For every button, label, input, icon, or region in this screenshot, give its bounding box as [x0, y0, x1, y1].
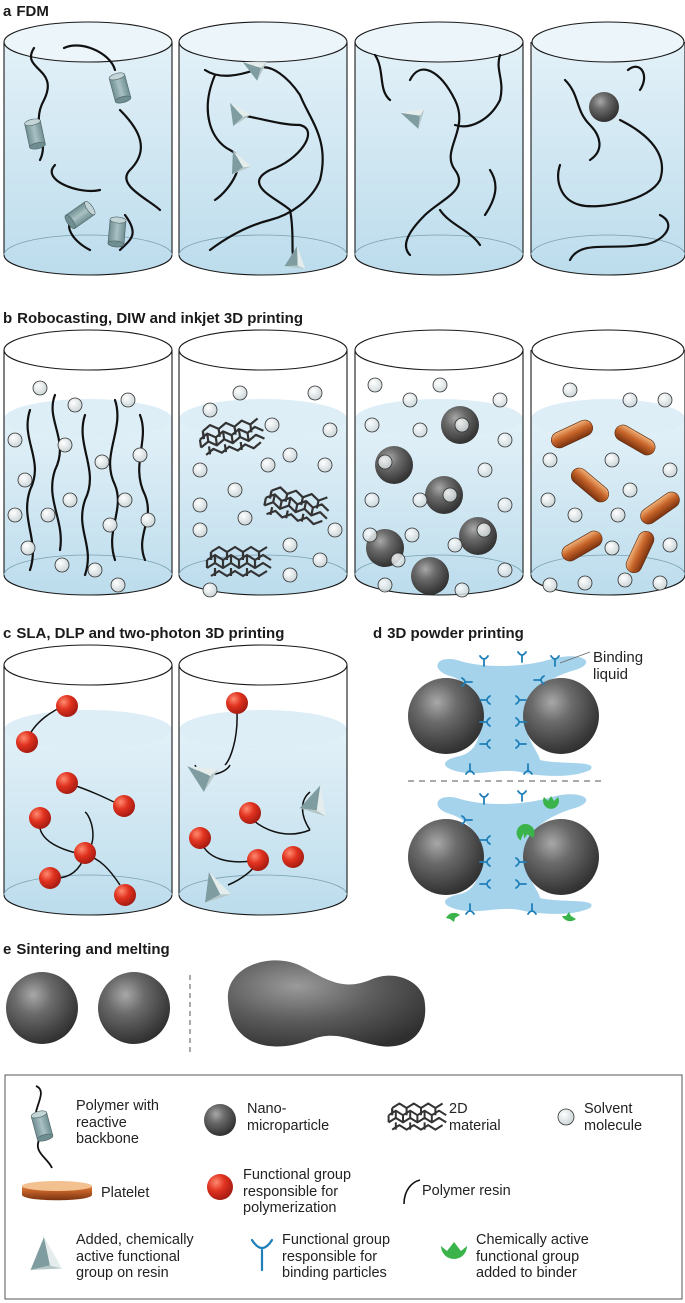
legend-platelet-icon: [22, 1181, 92, 1201]
panel-title: Robocasting, DIW and inkjet 3D printing: [17, 310, 304, 327]
legend-polymer-resin-icon: [403, 1179, 421, 1205]
panel-e-particles: [6, 960, 426, 1055]
legend-polymer-backbone-icon: [30, 1085, 54, 1169]
panel-title: FDM: [16, 3, 49, 20]
panel-title: Sintering and melting: [16, 941, 170, 958]
panel-title: 3D powder printing: [387, 625, 524, 642]
legend-solvent-icon: [557, 1108, 575, 1126]
panel-letter: b: [3, 310, 13, 327]
panel-letter: e: [3, 941, 12, 958]
panel-letter: a: [3, 3, 12, 20]
panel-a-cylinder-4: [530, 21, 685, 276]
legend-2d-material-icon: [384, 1102, 448, 1131]
legend-polymer-resin-text: Polymer resin: [422, 1183, 511, 1199]
panel-b-cylinder-4: [530, 329, 685, 596]
panel-b-cylinder-3: [354, 329, 524, 598]
legend-polymerization-icon: [207, 1174, 233, 1200]
legend-binder-group-icon: [441, 1242, 467, 1259]
panel-a-cylinder-3: [354, 21, 524, 276]
panel-b-cylinder-2: [178, 329, 348, 598]
powder-binding-top: [408, 651, 599, 776]
panel-letter: d: [373, 625, 383, 642]
legend-nanoparticle-text: Nano-microparticle: [247, 1101, 330, 1134]
binding-liquid-label: Binding liquid: [593, 649, 644, 683]
legend-platelet-text: Platelet: [101, 1185, 150, 1201]
panel-letter: c: [3, 625, 12, 642]
panel-c-cylinder-2: [178, 644, 348, 916]
panel-b-cylinder-1: [3, 329, 173, 596]
panel-a-cylinder-2: [178, 21, 348, 276]
legend-added-group-icon: [30, 1237, 62, 1270]
powder-binding-bottom: [408, 790, 599, 922]
legend-box: [4, 1074, 683, 1300]
legend-binding-icon: [250, 1238, 274, 1272]
panel-title: SLA, DLP and two-photon 3D printing: [16, 625, 285, 642]
legend-nanoparticle-icon: [204, 1104, 236, 1136]
panel-a-cylinder-1: [3, 21, 173, 276]
panel-c-cylinder-1: [3, 644, 173, 916]
